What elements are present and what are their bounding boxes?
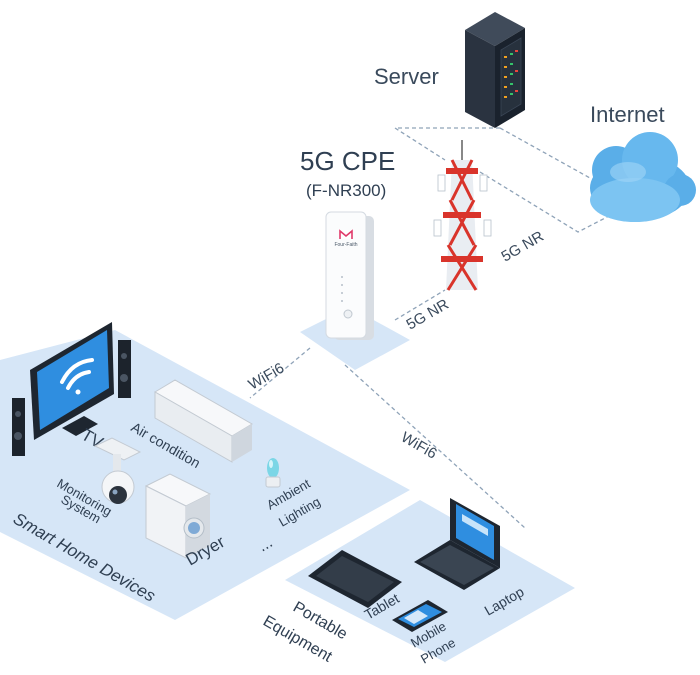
wifi-icon — [60, 358, 94, 395]
speaker-icon — [118, 340, 131, 398]
tablet-icon — [308, 550, 402, 608]
tv-icon — [30, 322, 114, 440]
ambient-light-icon — [265, 458, 281, 488]
link-label-tower-cloud: 5G NR — [499, 228, 547, 266]
cpe-title: 5G CPE — [300, 146, 395, 176]
link-label-cpe-portable: WiFi6 — [398, 429, 440, 463]
speaker-icon — [12, 398, 25, 456]
mobile-phone-icon — [392, 600, 448, 632]
server-label: Server — [374, 64, 439, 89]
air-conditioner-icon — [154, 379, 253, 463]
portable-platform — [285, 500, 575, 662]
cpe-router-icon: Four-Faith — [325, 211, 374, 340]
cpe-logo-icon — [339, 229, 353, 239]
link-cpe-to-tower — [394, 289, 446, 321]
cpe-model: (F-NR300) — [306, 181, 386, 200]
smart-home-platform — [0, 330, 410, 620]
cell-tower-icon — [433, 140, 492, 291]
internet-label: Internet — [590, 102, 665, 127]
link-label-cpe-tower: 5G NR — [404, 296, 452, 334]
washing-machine-icon — [144, 473, 212, 559]
link-cpe-to-portable — [344, 364, 526, 529]
laptop-icon — [414, 498, 500, 590]
cloud-icon — [590, 132, 696, 222]
security-camera-icon — [93, 437, 142, 504]
cpe-brand-label: Four-Faith — [334, 242, 357, 248]
server-rack-icon — [465, 12, 525, 128]
link-cpe-to-home — [249, 347, 311, 399]
link-server-to-cloud — [499, 127, 591, 179]
link-server-to-tower — [392, 127, 500, 161]
link-label-cpe-home: WiFi6 — [246, 360, 288, 394]
